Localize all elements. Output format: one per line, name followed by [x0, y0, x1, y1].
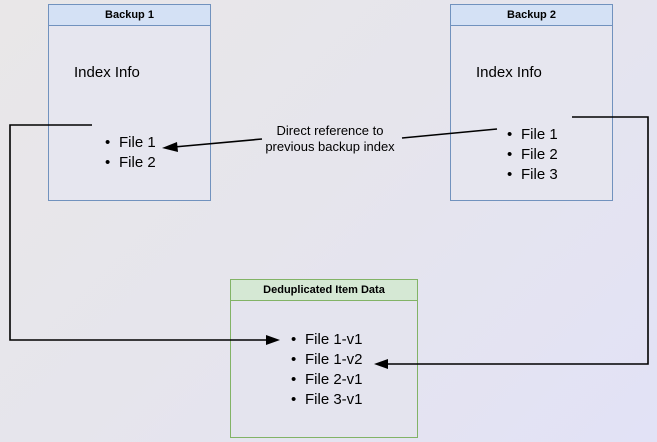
- node-backup-1[interactable]: Backup 1 Index Info File 1 File 2: [48, 4, 211, 201]
- list-item[interactable]: File 1-v2: [291, 350, 363, 370]
- list-item[interactable]: File 1: [507, 125, 558, 145]
- node-backup-2-body: Index Info File 1 File 2 File 3: [450, 26, 613, 201]
- dedup-file-list: File 1-v1 File 1-v2 File 2-v1 File 3-v1: [277, 330, 363, 410]
- backup-2-file-list: File 1 File 2 File 3: [493, 125, 558, 185]
- node-backup-2[interactable]: Backup 2 Index Info File 1 File 2 File 3: [450, 4, 613, 201]
- node-deduplicated-item-data-body: File 1-v1 File 1-v2 File 2-v1 File 3-v1: [230, 301, 418, 438]
- list-item[interactable]: File 2: [105, 153, 156, 173]
- list-item[interactable]: File 3-v1: [291, 390, 363, 410]
- backup-1-file-list: File 1 File 2: [91, 133, 156, 173]
- list-item[interactable]: File 2-v1: [291, 370, 363, 390]
- node-deduplicated-item-data[interactable]: Deduplicated Item Data File 1-v1 File 1-…: [230, 279, 418, 438]
- backup-1-index-info-label: Index Info: [74, 64, 140, 82]
- list-item[interactable]: File 1: [105, 133, 156, 153]
- node-backup-1-body: Index Info File 1 File 2: [48, 26, 211, 201]
- node-deduplicated-item-data-title: Deduplicated Item Data: [230, 279, 418, 302]
- node-backup-2-title: Backup 2: [450, 4, 613, 27]
- backup-2-index-info-label: Index Info: [476, 64, 542, 82]
- node-backup-1-title: Backup 1: [48, 4, 211, 27]
- list-item[interactable]: File 3: [507, 165, 558, 185]
- annotation-direct-reference-line-1: Direct reference to: [276, 123, 384, 138]
- list-item[interactable]: File 2: [507, 145, 558, 165]
- annotation-direct-reference-line-2: previous backup index: [265, 139, 395, 154]
- annotation-direct-reference: Direct reference to previous backup inde…: [262, 123, 398, 155]
- list-item[interactable]: File 1-v1: [291, 330, 363, 350]
